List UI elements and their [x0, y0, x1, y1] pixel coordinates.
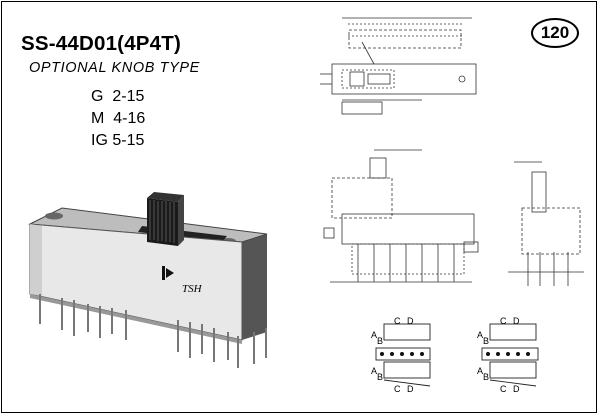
terminal-label-d: D	[513, 384, 520, 394]
terminal-label-d: D	[407, 384, 414, 394]
terminal-label-b: B	[377, 372, 383, 382]
knob-option-range: 2-15	[112, 88, 145, 105]
terminal-label-b: B	[483, 336, 489, 346]
terminal-label-d: D	[513, 316, 520, 326]
knob-option-code: IG	[91, 132, 108, 149]
terminal-label-a: A	[371, 366, 377, 376]
terminal-label-b: B	[377, 336, 383, 346]
terminal-label-d: D	[407, 316, 414, 326]
terminal-label-c: C	[394, 316, 401, 326]
terminal-label-a: A	[371, 330, 377, 340]
brand-mark: TSH	[182, 283, 203, 295]
terminal-label-c: C	[394, 384, 401, 394]
terminal-label-c: C	[500, 384, 507, 394]
knob-type-note: OPTIONAL KNOB TYPE	[29, 60, 200, 76]
terminal-label-c: C	[500, 316, 507, 326]
knob-option-range: 5-15	[112, 132, 145, 149]
terminal-label-b: B	[483, 372, 489, 382]
knob-option-code: G	[91, 88, 104, 105]
knob-option-g: G 2-15	[91, 88, 144, 106]
model-title: SS-44D01(4P4T)	[21, 32, 182, 55]
knob-option-range: 4-16	[113, 110, 146, 127]
terminal-label-a: A	[477, 366, 483, 376]
terminal-label-a: A	[477, 330, 483, 340]
knob-option-m: M 4-16	[91, 110, 145, 128]
knob-option-ig: IG 5-15	[91, 132, 144, 150]
knob-option-code: M	[91, 110, 105, 127]
page-number-badge: 120	[531, 18, 579, 48]
